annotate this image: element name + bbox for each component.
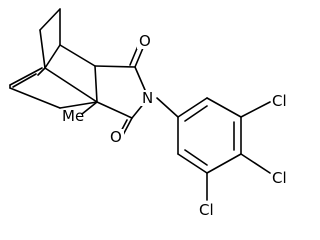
bond-ar2-ar3 [206, 97, 242, 118]
bond-ar5-ar6 [177, 153, 208, 174]
bond-c1-c2 [59, 44, 96, 67]
bond-c6-c5 [39, 8, 61, 31]
bond-c5-c4 [39, 29, 46, 69]
oxygen-label-top: O [139, 32, 151, 50]
bond-c8-c2-bridge [59, 101, 98, 109]
atom-labels: O O N Me Cl Cl Cl [62, 32, 287, 219]
methyl-label: Me [62, 107, 84, 125]
bond-c11-c8 [9, 87, 61, 109]
bond-co-bottom-o [122, 117, 133, 136]
bond-c2-c3 [94, 65, 98, 103]
bond-ar3-cl [240, 101, 271, 118]
bond-co-top-n [134, 66, 146, 91]
nitrogen-label: N [142, 89, 153, 107]
bond-ar-inner-1 [184, 105, 208, 122]
bond-c3-methyl [81, 101, 98, 115]
bond-ar1-ar2 [177, 97, 208, 118]
bond-ar4-ar5 [206, 153, 242, 174]
bond-bridge-c9-c10 [9, 67, 43, 86]
bond-ar-inner-3 [184, 149, 208, 166]
bond-co-top-o [134, 47, 144, 68]
chlorine-label-meta-top: Cl [272, 92, 287, 110]
bond-ar4-cl [240, 153, 271, 174]
structure-canvas: O O N Me Cl Cl Cl [9, 8, 287, 219]
bonds [9, 8, 271, 201]
oxygen-label-bottom: O [110, 128, 122, 146]
bond-c4-c8 [44, 67, 98, 103]
chlorine-label-para: Cl [272, 169, 287, 187]
bond-c3-co-bottom [96, 101, 133, 119]
molecule-structure: O O N Me Cl Cl Cl [9, 8, 287, 219]
bond-c4-c3 [37, 67, 46, 76]
bond-c1-c7 [44, 44, 61, 69]
bond-c2-co-top [94, 65, 136, 68]
bond-n-aryl [156, 97, 179, 118]
bond-co-top-o-double [129, 45, 139, 66]
bond-bridge-c9-c10-double [12, 73, 37, 88]
chlorine-label-meta-bottom: Cl [199, 201, 214, 219]
